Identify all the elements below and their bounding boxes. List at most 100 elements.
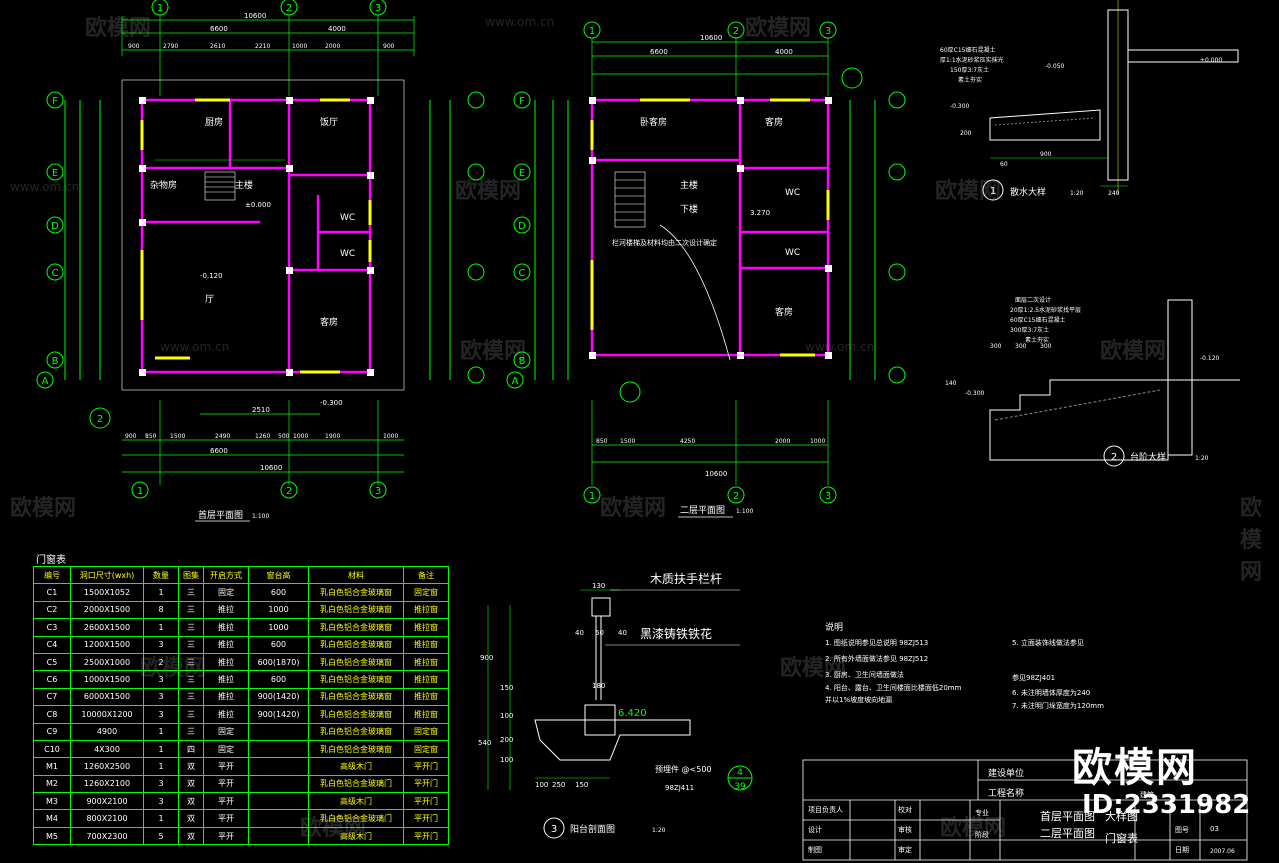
table-cell: 平开门 <box>403 792 449 811</box>
dim: 1000 <box>293 433 308 440</box>
table-cell: 乳白色铝合金玻璃窗 <box>308 583 404 602</box>
table-cell: 600(1870) <box>248 652 309 672</box>
ref: 98ZJ411 <box>665 784 694 792</box>
axis-label: 2 <box>286 3 292 14</box>
table-cell: 三 <box>178 600 204 620</box>
dim: 1500 <box>170 433 185 440</box>
note: 60厚C15细石混凝土 <box>940 46 995 54</box>
dim: 2510 <box>252 406 270 414</box>
dim: 10600 <box>700 34 722 42</box>
room-label: 客房 <box>320 316 338 328</box>
label: 木质扶手栏杆 <box>650 571 722 586</box>
table-cell: 平开 <box>203 809 249 828</box>
watermark: 欧模网 <box>780 656 847 681</box>
table-cell: 3 <box>143 687 179 707</box>
label: 预埋件 @<500 <box>655 764 712 774</box>
axis-label: A <box>42 376 49 387</box>
table-cell: 700X2300 <box>70 826 144 846</box>
tb-check: 审核 <box>898 826 912 834</box>
watermark: 欧模网 <box>455 179 522 204</box>
axis-label: 3 <box>825 26 831 37</box>
table-cell: 平开门 <box>403 774 449 794</box>
table-title: 门窗表 <box>36 555 66 566</box>
table-cell: 固定窗 <box>403 739 449 759</box>
note: 并以1%坡度坡向地漏 <box>825 695 892 704</box>
table-cell: 1200X1500 <box>70 635 144 654</box>
tb-company: 建设单位 <box>988 769 1025 779</box>
detail-balcony: 900 150 100 200 100 540 130 40 50 40 180… <box>478 571 753 839</box>
dim: 10600 <box>705 470 727 478</box>
note: 6. 未注明墙体厚度为240 <box>1012 688 1090 697</box>
detail-title: 阳台剖面图 <box>570 823 615 835</box>
plan-title: 二层平面图 <box>680 505 725 516</box>
table-cell: 推拉窗 <box>403 670 449 689</box>
table-cell: 推拉窗 <box>403 705 449 724</box>
table-cell: 1 <box>143 618 179 637</box>
room-label: 厅 <box>205 294 214 305</box>
plan-title: 首层平面图 <box>198 509 243 521</box>
axis-label: 3 <box>375 486 381 497</box>
axis-label: 1 <box>589 491 595 502</box>
table-cell: 推拉窗 <box>403 652 449 672</box>
plan-scale: 1:100 <box>252 513 269 520</box>
dim: 850 <box>596 438 608 445</box>
table-cell: 平开 <box>203 792 249 811</box>
stair-note: 栏河楼梯及材料均由二次设计确定 <box>612 238 717 247</box>
dim: 150 <box>575 781 588 789</box>
detail-steps: 面层二次设计 20厚1:2.5水泥砂浆找平层 60厚C15细石混凝土 300厚3… <box>945 296 1240 467</box>
watermark: 欧模网 <box>745 16 812 41</box>
table-cell: 2500X1000 <box>70 652 144 672</box>
note: 参见98ZJ401 <box>1012 673 1055 682</box>
table-header-row: 编号 洞口尺寸(wxh) 数量 图集 开启方式 窗台高 材料 备注 <box>33 565 449 585</box>
note: 素土夯实 <box>958 76 982 84</box>
watermark: 欧模网 <box>140 656 207 681</box>
table-cell <box>248 722 309 741</box>
table-cell: 双 <box>178 774 204 794</box>
note: 5. 立面装饰线做法参见 <box>1012 638 1084 647</box>
table-cell: 乳白色铝合金玻璃窗 <box>308 618 404 637</box>
note: 150厚3:7灰土 <box>950 66 989 74</box>
table-cell: 乳白色铝合金玻璃窗 <box>308 635 404 654</box>
notes: 说明 1. 图纸说明参见总说明 98ZJ513 2. 所有外墙面做法参见 98Z… <box>825 621 1104 710</box>
col-header: 材料 <box>308 565 404 585</box>
table-cell: M3 <box>33 792 71 811</box>
col-header: 图集 <box>178 565 204 585</box>
table-cell: 固定窗 <box>403 583 449 602</box>
table-cell: 1 <box>143 739 179 759</box>
axis-label: 1 <box>157 3 163 14</box>
axis-label: 3 <box>825 491 831 502</box>
table-cell: 双 <box>178 792 204 811</box>
dim: 1260 <box>255 433 270 440</box>
detail-num: 2 <box>1111 452 1117 463</box>
table-cell <box>248 792 309 811</box>
table-cell: C10 <box>33 739 71 759</box>
table-cell: 三 <box>178 583 204 602</box>
dim: 60 <box>1000 161 1008 168</box>
table-cell: 四 <box>178 739 204 759</box>
plan-scale: 1:100 <box>736 508 753 515</box>
table-cell: 固定窗 <box>403 722 449 741</box>
note: 4. 阳台、露台、卫生间楼面比楼面低20mm <box>825 683 962 692</box>
watermark: 欧模网 <box>1100 339 1167 364</box>
col-header: 数量 <box>143 565 179 585</box>
table-cell: 三 <box>178 705 204 724</box>
table-cell: 1 <box>143 583 179 602</box>
table-cell: C5 <box>33 652 71 672</box>
room-label: 客房 <box>775 306 793 318</box>
detail-title: 台阶大样 <box>1130 451 1166 463</box>
dim: 500 <box>278 433 290 440</box>
tb-col2: 阶段 <box>975 831 989 839</box>
note: 厚1:1水泥砂浆压实抹光 <box>940 56 1004 64</box>
table-cell: 固定 <box>203 583 249 602</box>
tb-check: 校对 <box>898 806 912 814</box>
table-cell: 3 <box>143 705 179 724</box>
note: 面层二次设计 <box>1015 296 1051 304</box>
